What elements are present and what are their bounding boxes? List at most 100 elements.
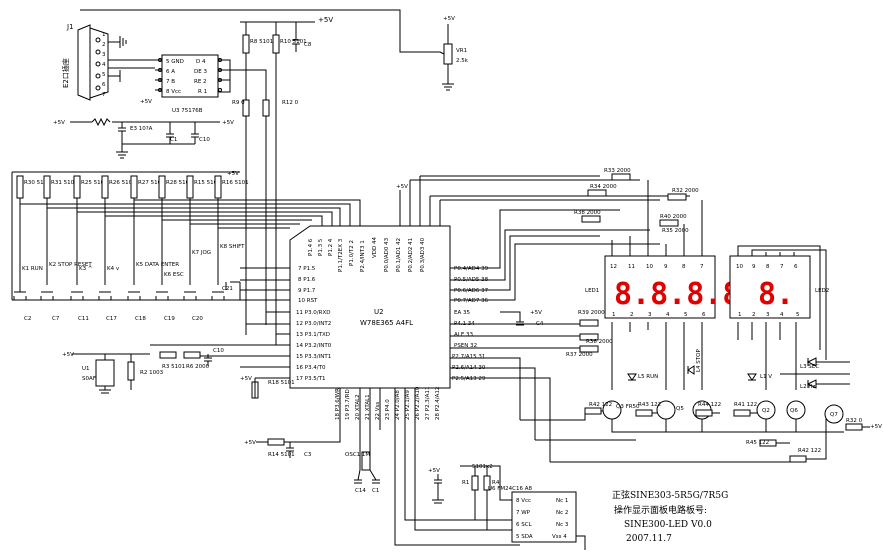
svg-text:7 B: 7 B (166, 79, 175, 85)
c8-label: C8 (304, 42, 312, 48)
svg-text:P2.5/A13 29: P2.5/A13 29 (452, 376, 486, 382)
u2-left-pins: 7 P1.5 8 P1.6 9 P1.7 10 RST 11 P3.0/RXD … (296, 266, 332, 382)
r14-label: R14 5101 (268, 452, 295, 458)
indicator-leds: L5 RUN L4 STOP L1 V L3 SEC L2 Hz (627, 349, 819, 390)
svg-text:5: 5 (102, 72, 106, 78)
svg-text:C14: C14 (355, 488, 366, 494)
svg-text:C19: C19 (164, 316, 175, 322)
key-switches (13, 285, 225, 300)
svg-text:EA 35: EA 35 (454, 310, 470, 316)
svg-text:PSEN 32: PSEN 32 (454, 343, 477, 349)
svg-text:6 SCL: 6 SCL (516, 522, 533, 528)
svg-text:18 P3.6/WR: 18 P3.6/WR (335, 388, 341, 420)
svg-text:+5V: +5V (227, 171, 239, 177)
svg-text:L2 Hz: L2 Hz (800, 384, 815, 390)
svg-text:C2: C2 (24, 316, 31, 322)
u2-top-pins: P1.4 6 P1.3 5 P1.2 4 P1.1/T2EX 3 P1.0/T2… (308, 237, 426, 272)
c1-label: C1 (170, 137, 177, 143)
r3-label: R3 5101 (162, 364, 185, 370)
svg-text:26 P2.2/A10: 26 P2.2/A10 (415, 386, 421, 420)
svg-text:Q7: Q7 (830, 412, 838, 418)
svg-text:R42 122: R42 122 (589, 402, 612, 408)
title-line-1: 正弦SINE303-5R5G/7R5G (612, 489, 728, 501)
svg-text:8 Vcc: 8 Vcc (166, 89, 181, 95)
svg-text:K5 DATA ENTER: K5 DATA ENTER (136, 262, 179, 268)
svg-text:P1.2 4: P1.2 4 (328, 238, 334, 256)
r18-label: R18 5101 (268, 380, 295, 386)
led2-display: 10 9 8 7 6 1 2 3 4 5 8. LED2 (729, 255, 829, 319)
reset-block: +5V U1 S0AF R2 1003 R3 5101 R6 2000 C10 (62, 348, 224, 394)
svg-text:1: 1 (102, 32, 106, 38)
svg-text:R 1: R 1 (198, 89, 207, 95)
svg-text:R40 2000: R40 2000 (660, 214, 687, 220)
svg-text:P2.7/A15 31: P2.7/A15 31 (452, 354, 485, 360)
svg-text:R31 5101: R31 5101 (51, 180, 78, 186)
svg-text:C20: C20 (192, 316, 203, 322)
r12-label: R12 0 (282, 100, 299, 106)
svg-text:+5V: +5V (428, 468, 440, 474)
led1-label: LED1 (585, 288, 599, 294)
svg-text:12: 12 (610, 264, 617, 270)
svg-text:Vss 4: Vss 4 (552, 534, 567, 540)
svg-text:C18: C18 (135, 316, 146, 322)
r-pair-label: 5101x2 (472, 464, 493, 470)
svg-text:6: 6 (702, 312, 706, 318)
svg-text:5: 5 (796, 312, 800, 318)
svg-text:3: 3 (648, 312, 652, 318)
svg-text:R34 2000: R34 2000 (590, 184, 617, 190)
svg-text:C11: C11 (78, 316, 89, 322)
svg-text:R35 2000: R35 2000 (662, 228, 689, 234)
svg-text:DE 3: DE 3 (194, 69, 207, 75)
keys-row: K1 RUN K2 STOP RESET K3 ^ K4 v K5 DATA E… (22, 244, 245, 278)
svg-text:P1.1/T2EX 3: P1.1/T2EX 3 (338, 238, 344, 272)
svg-text:7: 7 (700, 264, 704, 270)
svg-text:R41 122: R41 122 (734, 402, 757, 408)
svg-text:VDD 44: VDD 44 (372, 237, 378, 258)
svg-text:7: 7 (780, 264, 784, 270)
vr1-label: VR1 (456, 48, 467, 54)
ic-u6: U6 FM24C16 A8 8 Vcc 7 WP 6 SCL 5 SDA Nc … (488, 486, 577, 543)
u2-label: U2 (374, 308, 384, 316)
svg-text:D 4: D 4 (196, 59, 206, 65)
svg-text:R36 2000: R36 2000 (586, 339, 613, 345)
svg-text:16 P3.4/T0: 16 P3.4/T0 (296, 365, 326, 371)
svg-text:8: 8 (682, 264, 686, 270)
r2-label: R2 1003 (140, 370, 164, 376)
title-line-2: 操作显示面板电路板号: (614, 504, 707, 516)
svg-text:L1 V: L1 V (760, 374, 772, 380)
svg-text:Nc 3: Nc 3 (556, 522, 569, 528)
svg-text:R32 0: R32 0 (846, 418, 863, 424)
led2-label: LED2 (815, 288, 829, 294)
svg-text:P1.0/T2 2: P1.0/T2 2 (349, 240, 355, 266)
svg-text:K6 ESC: K6 ESC (164, 272, 184, 278)
svg-text:+5V: +5V (396, 184, 408, 190)
svg-text:P2.4/INT3 1: P2.4/INT3 1 (360, 240, 366, 272)
svg-text:8: 8 (766, 264, 770, 270)
svg-text:R27 5101: R27 5101 (138, 180, 165, 186)
svg-text:R45 122: R45 122 (746, 440, 769, 446)
potentiometer-vr1: +5V VR1 2.5k (420, 16, 469, 91)
j1-name: E2口插座 (61, 58, 70, 88)
svg-text:Nc 1: Nc 1 (556, 498, 568, 504)
r1-label: R1 (462, 480, 469, 486)
svg-text:C17: C17 (106, 316, 117, 322)
svg-text:+5V: +5V (62, 352, 74, 358)
svg-text:R26 5101: R26 5101 (109, 180, 136, 186)
u1-label: U1 (82, 366, 90, 372)
u3-label: U3 75176B (172, 108, 203, 114)
svg-text:R37 2000: R37 2000 (566, 352, 593, 358)
svg-text:2: 2 (752, 312, 756, 318)
svg-text:1: 1 (738, 312, 742, 318)
svg-text:P0.3/AD3 40: P0.3/AD3 40 (420, 237, 426, 272)
svg-text:5 GND: 5 GND (166, 59, 184, 65)
r9-label: R9 0 (232, 100, 245, 106)
u2-part: W78E365 A4FL (360, 319, 413, 327)
svg-text:23 P4.0: 23 P4.0 (385, 399, 391, 420)
svg-text:Q5: Q5 (676, 406, 684, 412)
svg-text:L3 SEC: L3 SEC (800, 364, 819, 370)
svg-text:21 XTAL1: 21 XTAL1 (365, 394, 371, 420)
svg-text:9 P1.7: 9 P1.7 (298, 288, 316, 294)
crystal: OSC1 1M C14 C1 (345, 450, 380, 494)
vr1-value: 2.5k (456, 58, 469, 64)
svg-text:9: 9 (752, 264, 756, 270)
